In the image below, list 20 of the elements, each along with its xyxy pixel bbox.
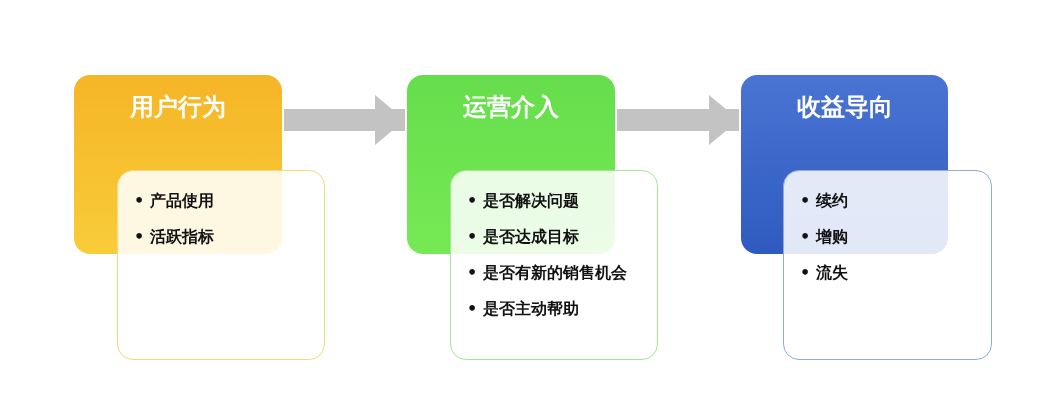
list-card <box>783 170 992 360</box>
list-card <box>117 170 325 360</box>
list-card <box>450 170 658 360</box>
stage-title: 运营介入 <box>463 92 559 123</box>
stage-title: 用户行为 <box>130 92 226 123</box>
block-arrow <box>284 95 405 145</box>
list-item: • 增购 <box>800 227 849 247</box>
list-item: • 是否达成目标 <box>467 227 580 247</box>
list-item: • 活跃指标 <box>134 227 215 247</box>
block-arrow <box>617 95 739 145</box>
stage-title: 收益导向 <box>796 92 893 123</box>
list-item: • 续约 <box>800 191 849 211</box>
list-item: • 是否有新的销售机会 <box>467 263 628 283</box>
list-item: • 产品使用 <box>134 191 215 211</box>
list-item: • 流失 <box>800 263 849 283</box>
stage-box <box>407 75 615 170</box>
list-item: • 是否解决问题 <box>467 191 580 211</box>
list-item: • 是否主动帮助 <box>467 299 580 319</box>
stage-box <box>741 75 948 170</box>
stage-box <box>74 75 282 170</box>
